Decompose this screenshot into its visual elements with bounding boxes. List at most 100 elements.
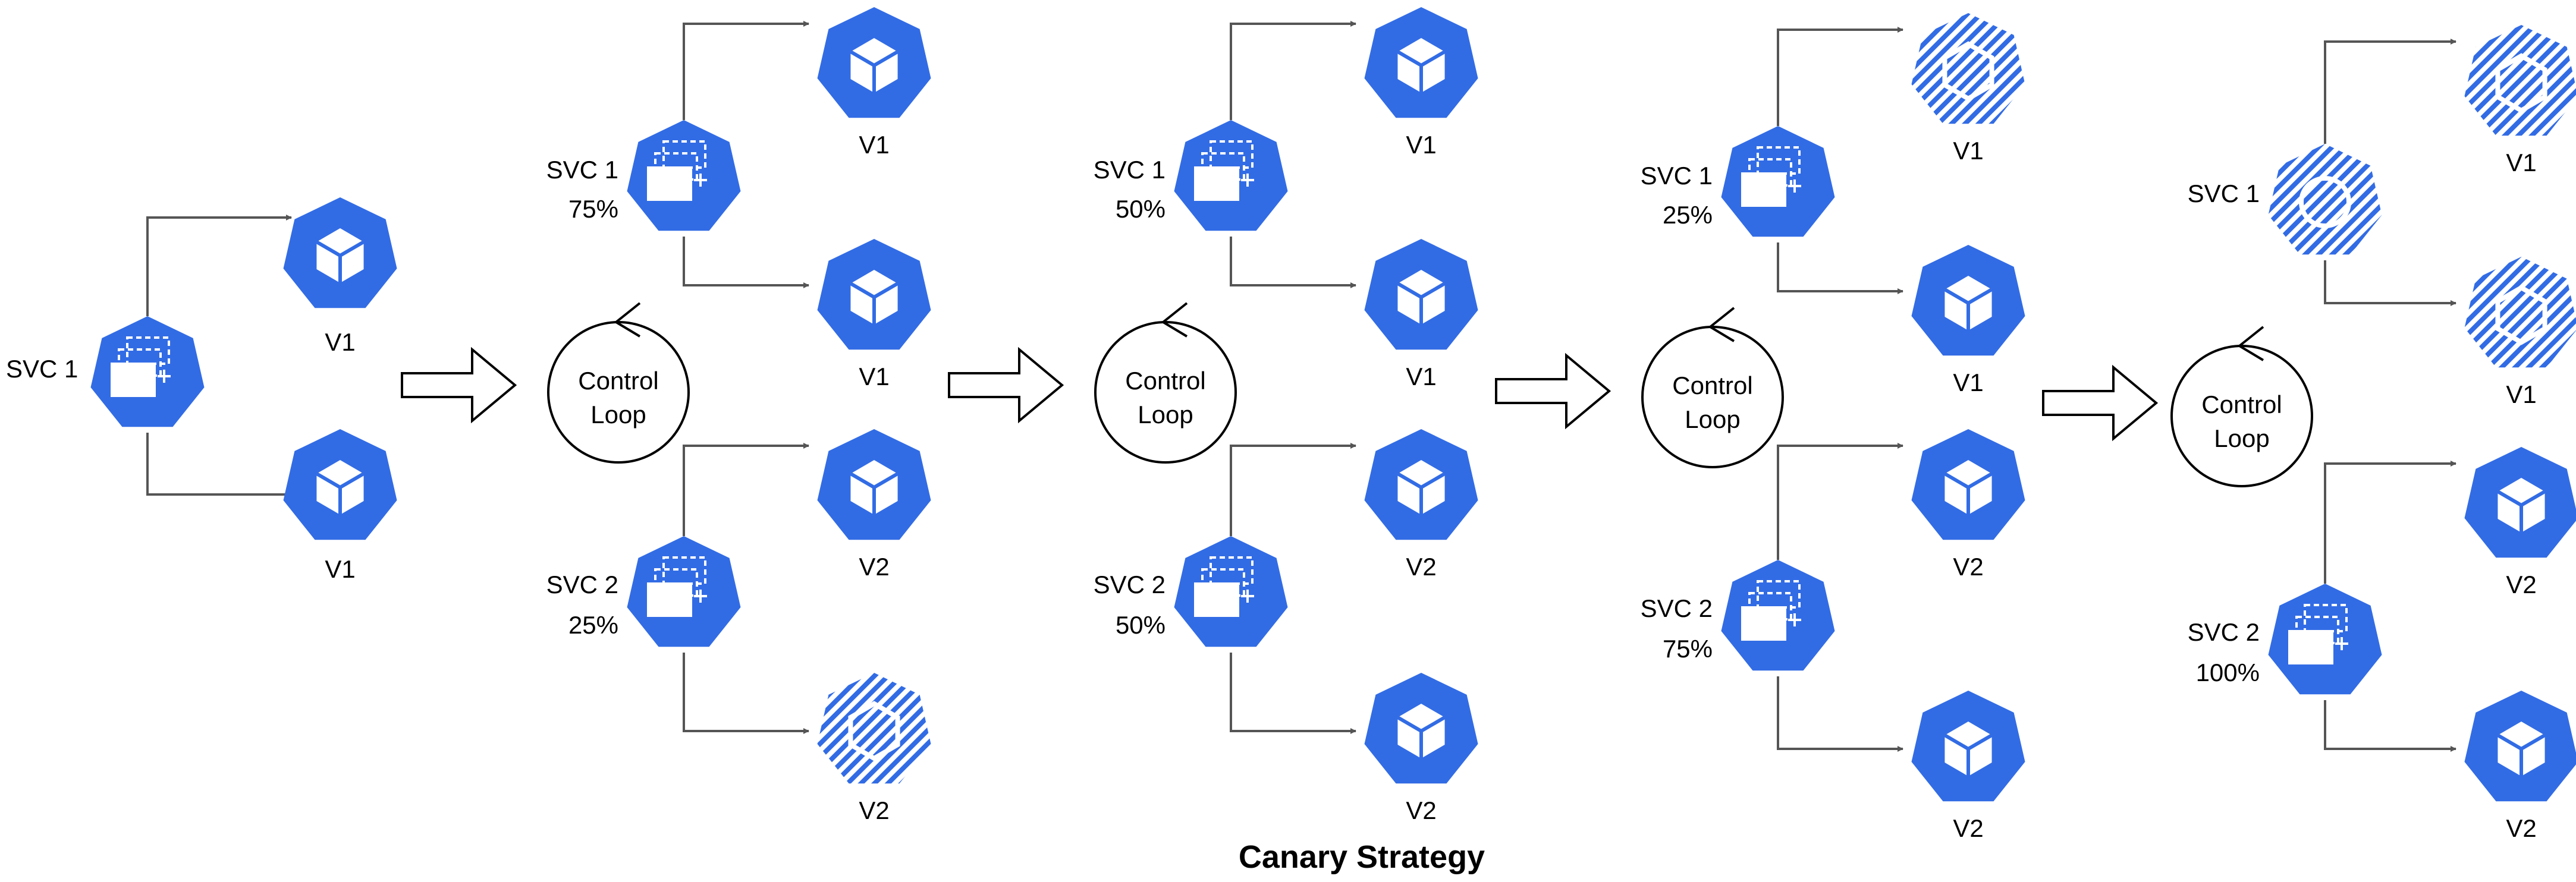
pod-icon: [1364, 7, 1478, 118]
connector-lower: [146, 433, 292, 497]
service-icon: [1174, 536, 1288, 647]
service-label: SVC 2: [546, 571, 618, 598]
control-loop-label-line2: Loop: [1138, 401, 1193, 429]
pod-label: V1: [1406, 363, 1436, 390]
pod-label: V2: [859, 796, 889, 824]
pod-icon: [817, 7, 931, 118]
connector-lower: [2324, 260, 2456, 306]
connector-lower: [683, 653, 809, 734]
pod-label: V2: [1953, 553, 1983, 581]
pod-icon: [817, 239, 931, 350]
service-weight: 75%: [568, 195, 618, 223]
pod-terminating-icon: [2464, 257, 2576, 368]
service-label: SVC 1: [2188, 179, 2260, 207]
node-layer: [90, 7, 2576, 802]
pod-label: V1: [859, 131, 889, 159]
connector-upper: [1230, 21, 1356, 120]
service-label: SVC 1: [1094, 156, 1166, 184]
service-label: SVC 2: [1094, 571, 1166, 598]
pod-label: V2: [2506, 571, 2536, 598]
pod-icon: [1911, 691, 2025, 802]
connector-upper: [683, 21, 809, 120]
service-icon: [90, 316, 205, 427]
service-icon: [627, 536, 741, 647]
pod-label: V2: [1406, 553, 1436, 581]
pod-label: V1: [859, 363, 889, 390]
connector-upper: [2324, 39, 2456, 144]
service-weight: 75%: [1663, 635, 1713, 663]
connector-upper: [1777, 443, 1903, 560]
pod-label: V1: [2506, 380, 2536, 408]
service-weight: 50%: [1116, 611, 1166, 639]
service-weight: 25%: [1663, 201, 1713, 229]
service-icon: [1721, 126, 1835, 237]
pod-label: V1: [325, 328, 355, 356]
pod-label: V2: [859, 553, 889, 581]
pod-label: V1: [1953, 137, 1983, 165]
pod-label: V2: [1953, 814, 1983, 842]
service-label: SVC 1: [1641, 162, 1713, 190]
pod-terminating-icon: [2464, 25, 2576, 136]
connector-upper: [1777, 27, 1903, 126]
control-loop-label-line1: Control: [578, 367, 658, 395]
service-label: SVC 2: [1641, 594, 1713, 622]
service-terminating-icon: [2268, 144, 2382, 255]
pod-label: V1: [1406, 131, 1436, 159]
service-icon: [2268, 584, 2382, 695]
service-label: SVC 2: [2188, 618, 2260, 646]
transition-arrow-3: [1495, 352, 1611, 430]
pod-label: V2: [2506, 814, 2536, 842]
control-loop-label-line1: Control: [2201, 390, 2282, 418]
connector-upper: [1230, 443, 1356, 536]
pod-label: V1: [1953, 368, 1983, 396]
pod-icon: [1911, 429, 2025, 540]
pod-icon: [1364, 673, 1478, 784]
service-weight: 50%: [1116, 195, 1166, 223]
connector-upper: [683, 443, 809, 536]
pod-icon: [817, 429, 931, 540]
pod-icon: [2464, 691, 2576, 802]
control-loop-label-line2: Loop: [1685, 405, 1740, 433]
connector-layer: [146, 21, 2456, 752]
transition-arrow-1: [401, 346, 517, 424]
connector-lower: [1230, 653, 1356, 734]
service-icon: [1721, 560, 1835, 671]
control-loop-1: [547, 302, 690, 464]
control-loop-label-line2: Loop: [590, 401, 646, 429]
connector-lower: [1230, 237, 1356, 288]
pod-icon: [2464, 447, 2576, 558]
pod-icon: [1364, 239, 1478, 350]
connector-upper: [2324, 461, 2456, 584]
service-weight: 100%: [2196, 659, 2260, 686]
control-loop-label-line2: Loop: [2214, 424, 2269, 452]
pod-icon: [1364, 429, 1478, 540]
control-loop-4: [2170, 326, 2313, 487]
diagram-title: Canary Strategy: [1239, 839, 1485, 875]
pod-icon: [283, 197, 397, 308]
service-weight: 25%: [568, 611, 618, 639]
control-loop-3: [1641, 307, 1784, 468]
pod-terminating-icon: [817, 673, 931, 784]
control-loop-label-line1: Control: [1672, 371, 1752, 399]
control-loop-label-line1: Control: [1125, 367, 1205, 395]
service-icon: [1174, 120, 1288, 231]
pod-icon: [1911, 245, 2025, 356]
connector-lower: [683, 237, 809, 288]
pod-label: V2: [1406, 796, 1436, 824]
pod-label: V1: [2506, 149, 2536, 177]
pod-terminating-icon: [1911, 13, 2025, 124]
service-label: SVC 1: [546, 156, 618, 184]
connector-upper: [146, 215, 292, 316]
pod-label: V1: [325, 555, 355, 583]
control-loop-2: [1094, 302, 1237, 464]
pod-icon: [283, 429, 397, 540]
connector-lower: [2324, 700, 2456, 752]
service-icon: [627, 120, 741, 231]
connector-lower: [1777, 676, 1903, 752]
transition-arrow-4: [2042, 364, 2159, 442]
transition-arrow-2: [948, 346, 1064, 424]
connector-lower: [1777, 242, 1903, 294]
service-label: SVC 1: [6, 355, 78, 383]
